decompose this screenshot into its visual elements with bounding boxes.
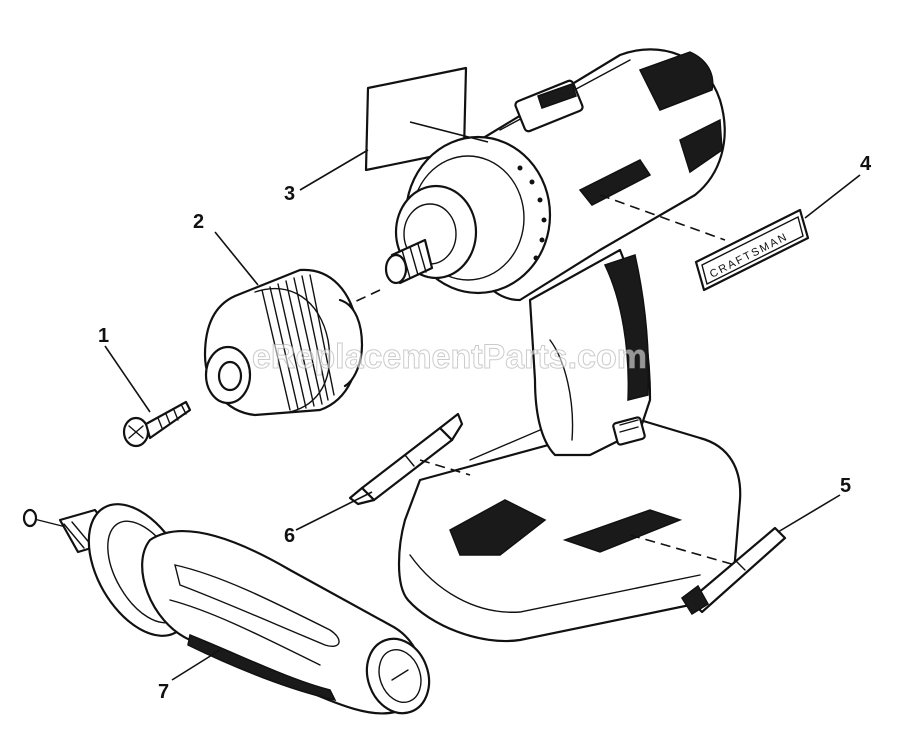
- callout-3: 3: [284, 183, 295, 205]
- watermark-text: eReplacementParts.com: [252, 338, 648, 377]
- part-7-side-handle: [22, 503, 431, 715]
- part-1-screw: [122, 400, 192, 448]
- part-5-slotted-bit: [680, 526, 787, 616]
- part-6-double-bit: [348, 412, 464, 506]
- callout-labels: 1 2 3 4 5 6 7: [98, 153, 872, 703]
- leader-lines: [104, 121, 861, 681]
- callout-6: 6: [284, 525, 295, 547]
- clutch-markings: [517, 165, 547, 261]
- part-2-chuck: [203, 268, 364, 417]
- part-4-nameplate: CRAFTSMAN: [694, 208, 810, 292]
- callout-5: 5: [840, 475, 851, 497]
- callout-1: 1: [98, 325, 109, 347]
- callout-7: 7: [158, 681, 169, 703]
- callout-4: 4: [860, 153, 872, 175]
- chuck-knurling: [261, 274, 335, 411]
- callout-2: 2: [193, 211, 204, 233]
- drill-body: [384, 48, 742, 643]
